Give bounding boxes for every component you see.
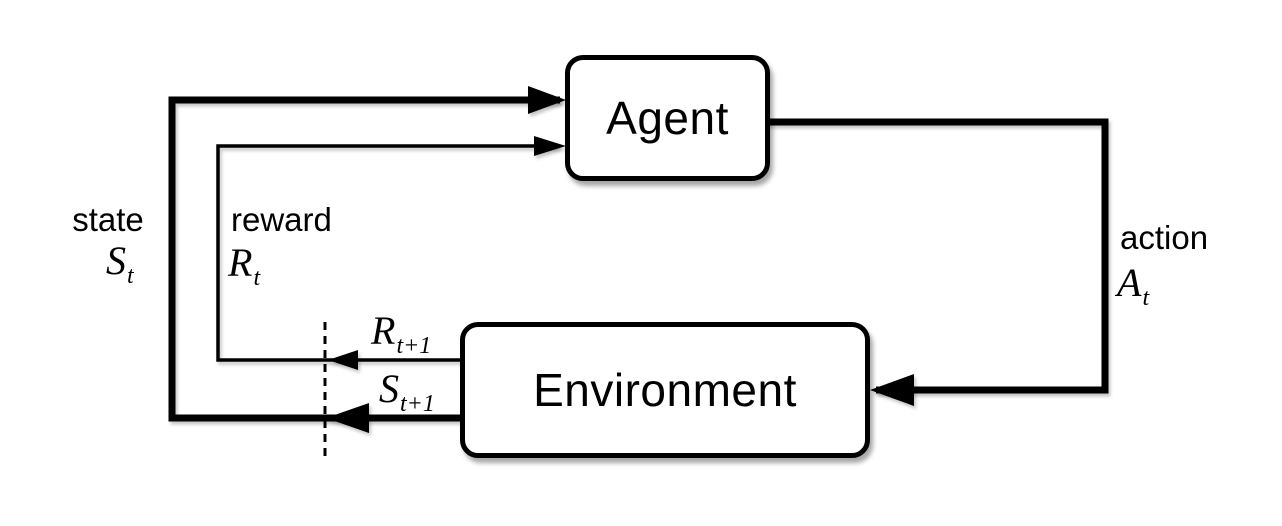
action-label: action xyxy=(1120,219,1209,256)
next-reward-arrowhead xyxy=(328,350,358,370)
next-reward-symbol-letter: R xyxy=(371,308,396,353)
reward-symbol-subscript: t xyxy=(253,265,261,291)
agent-box: Agent xyxy=(565,55,770,181)
next-state-arrowhead xyxy=(326,403,369,433)
next-state-symbol: St+1 xyxy=(379,366,435,417)
next-reward-symbol-subscript: t+1 xyxy=(396,333,432,359)
state-symbol-letter: S xyxy=(106,238,126,283)
action-symbol: At xyxy=(1117,260,1149,311)
state-into-agent-arrowhead xyxy=(528,86,566,114)
reward-symbol-letter: R xyxy=(228,240,253,285)
action-symbol-letter: A xyxy=(1117,260,1142,305)
environment-box: Environment xyxy=(460,322,870,458)
state-line xyxy=(168,96,560,422)
reward-label: reward xyxy=(231,201,332,238)
next-state-symbol-subscript: t+1 xyxy=(400,391,435,417)
next-state-symbol-letter: S xyxy=(379,366,399,411)
state-symbol: St xyxy=(106,238,134,289)
reward-into-agent-arrowhead xyxy=(534,136,566,156)
reward-symbol: Rt xyxy=(228,240,260,291)
action-symbol-subscript: t xyxy=(1142,285,1150,311)
next-reward-symbol: Rt+1 xyxy=(371,308,431,359)
state-label: state xyxy=(72,201,144,238)
action-line xyxy=(766,118,1109,394)
action-into-environment-arrowhead xyxy=(870,374,914,406)
state-symbol-subscript: t xyxy=(127,263,134,289)
